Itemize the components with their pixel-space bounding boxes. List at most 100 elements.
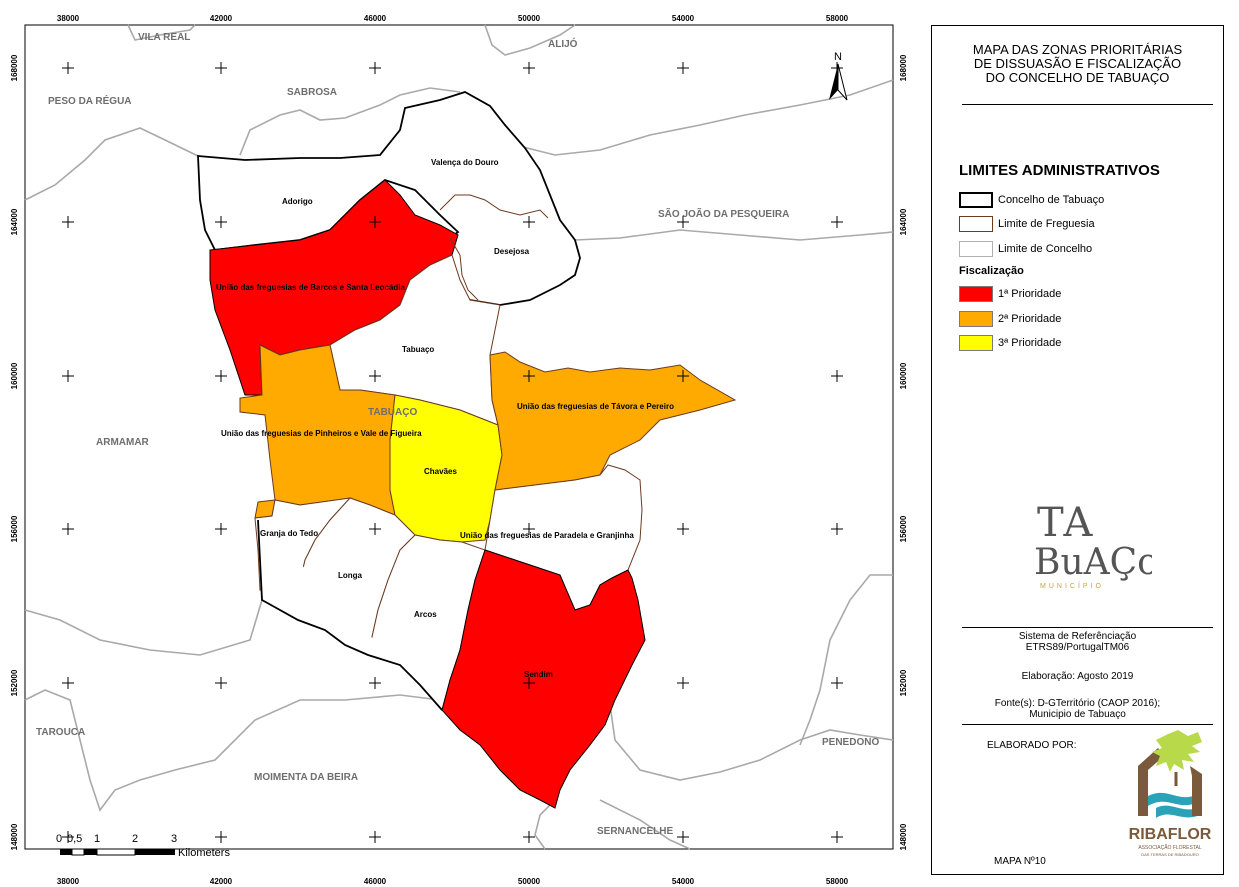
ribaflor-logo-name: RIBAFLOR (1129, 826, 1212, 843)
label-chavaes: Chavães (424, 467, 457, 476)
freguesia-boundary-desejosa (439, 194, 549, 219)
label-tarouca: TAROUCA (36, 727, 85, 738)
tabuaco-logo-line2: BuAÇo (1034, 542, 1152, 583)
legend-item-freguesia: Limite de Freguesia (959, 215, 1095, 233)
legend-item-concelho: Concelho de Tabuaço (959, 191, 1104, 209)
map-title-line-1: MAPA DAS ZONAS PRIORITÁRIAS (972, 42, 1183, 57)
axis-right-label: 164000 (899, 208, 908, 235)
axis-bottom-label: 54000 (672, 877, 695, 886)
axis-bottom-label: 58000 (826, 877, 849, 886)
axis-top-label: 42000 (210, 14, 233, 23)
elaborado-por: ELABORADO POR: (987, 740, 1077, 751)
label-sernancelhe: SERNANCELHE (597, 826, 673, 837)
north-arrow-letter: N (834, 51, 842, 63)
area-west-strip (257, 519, 443, 711)
info-divider-top (962, 627, 1213, 628)
scale-tick-05: 0,5 (67, 833, 82, 845)
axis-left-label: 164000 (10, 208, 19, 235)
fontes-line-2: Municipio de Tabuaço (1029, 709, 1126, 720)
legend-title: LIMITES ADMINISTRATIVOS (959, 162, 1160, 179)
label-valenca-do-douro: Valença do Douro (431, 158, 499, 167)
label-peso-da-regua: PESO DA RÉGUA (48, 94, 132, 107)
ref-system-line-2: ETRS89/PortugalTM06 (1025, 642, 1130, 653)
ref-system-line-1: Sistema de Referênciação (1018, 631, 1137, 642)
map-title-line-2: DE DISSUASÃO E FISCALIZAÇÃO (973, 56, 1182, 71)
ribaflor-logo-sub2: DAS TERRAS DE RIBADOURO (1141, 852, 1199, 857)
ribaflor-logo-sub1: ASSOCIAÇÃO FLORESTAL (1138, 844, 1201, 851)
area-chavaes (389, 394, 503, 543)
axis-top-label: 46000 (364, 14, 387, 23)
legend-item-priority-1: 1ª Prioridade (959, 285, 1061, 303)
label-barcos-santa-leocadia: União das freguesias de Barcos e Santa L… (216, 283, 406, 292)
axis-left-label: 152000 (10, 669, 19, 696)
freguesia-areas (197, 91, 737, 809)
fontes-line-1: Fonte(s): D-GTerritório (CAOP 2016); (994, 698, 1161, 709)
label-moimenta-da-beira: MOIMENTA DA BEIRA (254, 772, 358, 783)
map-title: MAPA DAS ZONAS PRIORITÁRIAS DE DISSUASÃO… (940, 43, 1215, 85)
label-sabrosa: SABROSA (287, 87, 337, 98)
label-pinheiros-vale-figueira: União das freguesias de Pinheiros e Vale… (221, 429, 422, 438)
label-desejosa: Desejosa (494, 247, 530, 256)
label-paradela-granjinha: União das freguesias de Paradela e Granj… (460, 531, 634, 540)
axis-right-label: 156000 (899, 515, 908, 542)
freguesia-boundary-desejosa-south (449, 237, 479, 301)
tabuaco-logo: TA BuAÇo MUNICÍPIO (1034, 500, 1152, 590)
title-divider (962, 104, 1213, 105)
axis-top-label: 50000 (518, 14, 541, 23)
scale-tick-3: 3 (171, 833, 177, 845)
map-number: MAPA Nº10 (994, 856, 1046, 867)
legend-swatch-priority-3 (959, 335, 993, 351)
label-armamar: ARMAMAR (96, 437, 150, 448)
scale-bar: 0 0,5 1 2 3 Kilometers (56, 833, 230, 859)
ribaflor-logo: RIBAFLOR ASSOCIAÇÃO FLORESTAL DAS TERRAS… (1129, 730, 1212, 857)
scale-tick-1: 1 (94, 833, 100, 845)
label-longa: Longa (338, 571, 363, 580)
label-vila-real: VILA REAL (138, 32, 190, 43)
axis-top-labels: 38000 42000 46000 50000 54000 58000 (57, 14, 849, 23)
label-tavora-pereiro: União das freguesias de Távora e Pereiro (517, 402, 674, 411)
axis-top-label: 54000 (672, 14, 695, 23)
info-divider-bottom (962, 724, 1213, 725)
legend-swatch-freguesia (959, 216, 993, 232)
label-sendim: Sendim (524, 670, 553, 679)
legend-item-limite-concelho: Limite de Concelho (959, 240, 1092, 258)
map-title-line-3: DO CONCELHO DE TABUAÇO (985, 70, 1170, 85)
fiscalizacao-title: Fiscalização (959, 265, 1024, 277)
legend-label-priority-1: 1ª Prioridade (998, 288, 1062, 300)
scale-tick-2: 2 (132, 833, 138, 845)
area-sendim (441, 549, 646, 809)
legend-swatch-limite-concelho (959, 241, 993, 257)
legend-label-concelho: Concelho de Tabuaço (998, 194, 1105, 206)
neighbor-boundaries (24, 24, 894, 850)
axis-right-label: 160000 (899, 362, 908, 389)
axis-top-label: 58000 (826, 14, 849, 23)
label-tabuaco: Tabuaço (402, 345, 434, 354)
label-arcos: Arcos (414, 610, 437, 619)
label-tabuaco-concelho: TABUAÇO (368, 407, 417, 418)
legend-label-freguesia: Limite de Freguesia (998, 218, 1095, 230)
axis-bottom-label: 46000 (364, 877, 387, 886)
axis-right-label: 148000 (899, 823, 908, 850)
legend-swatch-concelho (959, 192, 993, 208)
tabuaco-logo-sub: MUNICÍPIO (1040, 581, 1104, 590)
legend-swatch-priority-1 (959, 286, 993, 302)
label-adorigo: Adorigo (282, 197, 313, 206)
label-granja-do-tedo: Granja do Tedo (260, 529, 318, 538)
legend-swatch-priority-2 (959, 311, 993, 327)
legend-label-priority-2: 2ª Prioridade (998, 313, 1062, 325)
axis-top-label: 38000 (57, 14, 80, 23)
tabuaco-logo-line1: TA (1037, 500, 1094, 546)
legend-label-priority-3: 3ª Prioridade (998, 337, 1062, 349)
axis-left-label: 156000 (10, 515, 19, 542)
north-arrow: N (829, 51, 848, 101)
legend-panel: MAPA DAS ZONAS PRIORITÁRIAS DE DISSUASÃO… (931, 25, 1224, 875)
label-sao-joao-da-pesqueira: SÃO JOÃO DA PESQUEIRA (658, 207, 789, 220)
legend-item-priority-2: 2ª Prioridade (959, 310, 1061, 328)
grid-crosses (62, 62, 843, 843)
label-alijo: ALIJÓ (548, 37, 578, 50)
north-arrow-icon (829, 64, 838, 100)
fontes: Fonte(s): D-GTerritório (CAOP 2016); Mun… (932, 698, 1223, 720)
